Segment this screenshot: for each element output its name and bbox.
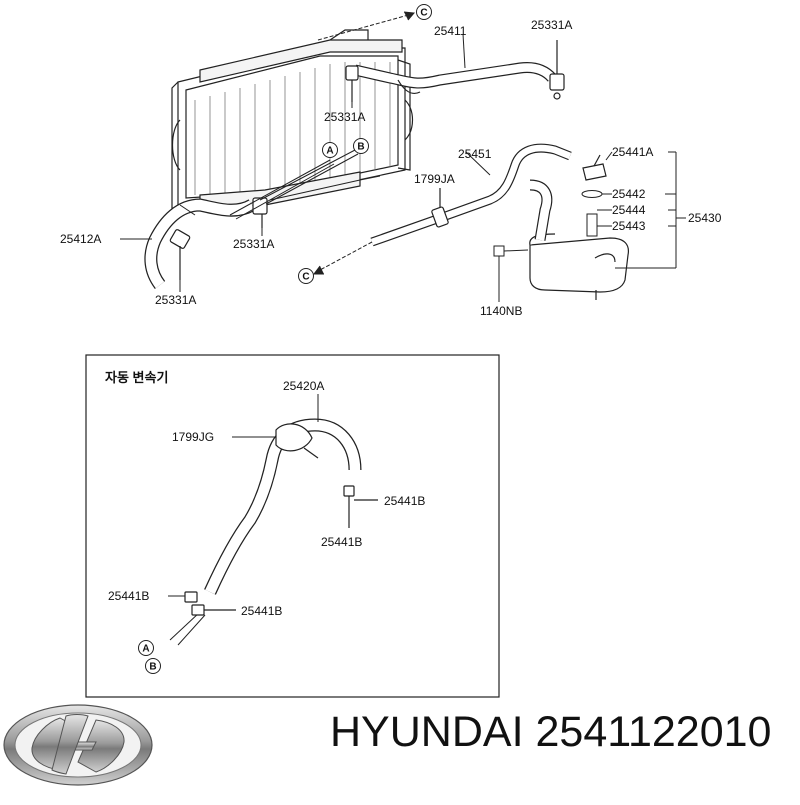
- inset-connector-b-label: B: [149, 662, 156, 673]
- inset-leaders: [168, 394, 319, 597]
- label-25331a-top-mid: 25331A: [324, 110, 365, 124]
- inset-connector-b: B: [145, 658, 161, 674]
- inset-label-25441b-2: 25441B: [321, 535, 362, 549]
- clamp-lower: [169, 229, 191, 280]
- radiator: [171, 29, 414, 212]
- bracket-25430: [462, 33, 686, 269]
- inset-connector-a: A: [138, 640, 154, 656]
- label-25451: 25451: [458, 147, 492, 161]
- inset-clip-left-1: [184, 591, 198, 603]
- reservoir-pipe: [529, 179, 553, 241]
- clamp-top-mid: [345, 65, 359, 102]
- inset-label-25441b-1: 25441B: [384, 494, 425, 508]
- part-number: 2541122010: [535, 708, 772, 756]
- hyundai-logo: [3, 704, 153, 786]
- label-1799ja: 1799JA: [414, 172, 455, 186]
- clamp-overflow: [431, 188, 449, 228]
- brand-caption: HYUNDAI 2541122010: [330, 708, 771, 757]
- label-25331a-top-right: 25331A: [531, 18, 572, 32]
- inset-hose: [169, 418, 362, 646]
- connector-c-bottom-label: C: [302, 272, 309, 283]
- lower-hose: [144, 198, 256, 289]
- connector-b-marker: B: [353, 138, 369, 154]
- connector-a-marker: A: [322, 142, 338, 158]
- connector-c-top: C: [317, 4, 432, 41]
- overflow-hose: [370, 143, 572, 247]
- inset-label-25420a: 25420A: [283, 379, 324, 393]
- label-25331a-lower: 25331A: [155, 293, 196, 307]
- connector-b-label: B: [357, 142, 364, 153]
- brand-name: HYUNDAI: [330, 708, 524, 756]
- label-25430: 25430: [688, 211, 722, 225]
- label-25411: 25411: [434, 24, 467, 38]
- inset-label-1799jg: 1799JG: [172, 430, 214, 444]
- inset-clamp-1799jg: [275, 423, 319, 459]
- main-labels: 25411 25331A 25331A 25331A 25331A 25412A…: [60, 18, 722, 318]
- bolt-1140nb: [493, 245, 529, 298]
- label-25412a: 25412A: [60, 232, 101, 246]
- connector-c-bottom: C: [298, 241, 373, 284]
- label-25331a-center: 25331A: [233, 237, 274, 251]
- inset-clip-left-2: [191, 604, 236, 616]
- connector-c-top-label: C: [420, 8, 427, 19]
- inset-clip-right-1: [343, 485, 378, 528]
- label-1140nb: 1140NB: [480, 304, 522, 318]
- label-25443: 25443: [612, 219, 646, 233]
- reservoir-tank: [529, 233, 630, 300]
- upper-hose: [353, 62, 557, 95]
- connector-a-label: A: [326, 146, 333, 157]
- inset-label-25441b-3: 25441B: [108, 589, 149, 603]
- inset-labels: 25420A 1799JG 25441B 25441B 25441B 25441…: [108, 379, 425, 618]
- inset-frame: [85, 354, 500, 698]
- inset-label-25441b-4: 25441B: [241, 604, 282, 618]
- connector-pipes-ab: [229, 149, 381, 220]
- label-25444: 25444: [612, 203, 646, 217]
- label-25441a: 25441A: [612, 145, 653, 159]
- cap-25441a: [582, 154, 607, 181]
- clamp-top-right: [549, 40, 565, 100]
- tube-25444: [586, 213, 598, 237]
- washer-25442: [581, 190, 603, 198]
- label-leaders: [120, 102, 500, 302]
- label-25442: 25442: [612, 187, 646, 201]
- inset-connector-a-label: A: [142, 644, 149, 655]
- inset-title: 자동 변속기: [105, 370, 168, 385]
